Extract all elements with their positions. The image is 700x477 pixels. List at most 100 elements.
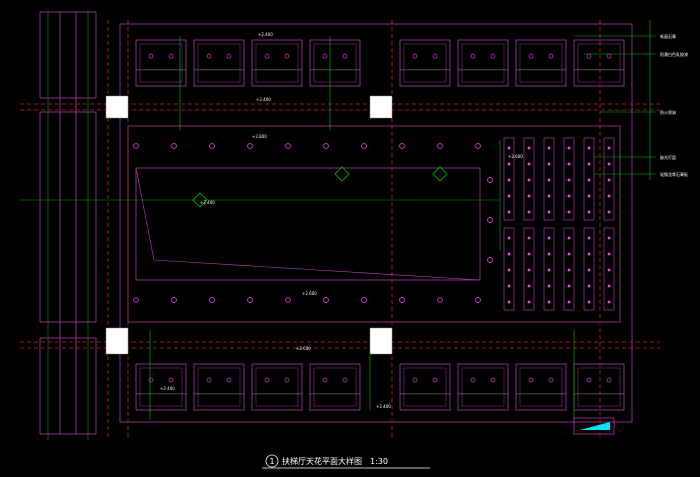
panel-lamp <box>470 377 476 383</box>
strip-lamp <box>527 210 531 214</box>
drawing-title: 1 扶梯厅天花平面大样图 1:30 <box>262 454 430 469</box>
strip-lamp <box>527 300 531 304</box>
strip-lamp <box>547 146 551 150</box>
light-strip <box>503 227 515 311</box>
strip-lamp <box>587 194 591 198</box>
downlight <box>285 297 291 303</box>
downlight <box>247 143 253 149</box>
central-void <box>135 167 481 281</box>
ceiling-panel <box>457 363 509 411</box>
panel-lamp <box>548 53 554 59</box>
panel-lamp <box>206 377 212 383</box>
column-bottom-left <box>105 327 129 355</box>
title-scale: 1:30 <box>370 457 388 466</box>
downlight <box>487 217 493 223</box>
panel-lamp <box>148 53 154 59</box>
panel-inner <box>403 43 447 83</box>
panel-inner <box>577 367 621 407</box>
strip-lamp <box>507 146 511 150</box>
downlight <box>171 143 177 149</box>
structural-columns <box>105 95 393 355</box>
strip-lamp <box>607 194 611 198</box>
elevation-5: +2.600 <box>296 346 311 351</box>
ceiling-panel <box>251 363 303 411</box>
strip-lamp <box>587 268 591 272</box>
top-ceiling-panels <box>135 39 625 87</box>
ceiling-panel <box>193 39 245 87</box>
section-marker <box>192 192 208 208</box>
panel-lamp <box>412 53 418 59</box>
strip-lamp <box>567 162 571 166</box>
panel-lamp <box>264 53 270 59</box>
strip-lamp <box>567 178 571 182</box>
elevation-4: +2.600 <box>302 291 317 296</box>
strip-lamp <box>527 236 531 240</box>
panel-lamp <box>342 53 348 59</box>
strip-lamp <box>607 284 611 288</box>
ceiling-panel <box>135 363 187 411</box>
strip-lamp <box>607 162 611 166</box>
annotation-2: 防火喷淋 <box>660 109 676 115</box>
ceiling-panel <box>573 39 625 87</box>
panel-inner <box>313 367 357 407</box>
panel-inner <box>461 43 505 83</box>
strip-lamp <box>527 162 531 166</box>
strip-lamp <box>567 146 571 150</box>
panel-lamp <box>548 377 554 383</box>
panel-lamp <box>432 377 438 383</box>
ceiling-panel <box>399 39 451 87</box>
strip-lamp <box>587 252 591 256</box>
panel-lamp <box>226 53 232 59</box>
strip-lamp <box>547 268 551 272</box>
strip-lamp <box>507 300 511 304</box>
stair-symbol <box>573 417 615 435</box>
light-strip <box>603 227 615 311</box>
strip-lamp <box>587 210 591 214</box>
panel-lamp <box>322 53 328 59</box>
panel-lamp <box>284 53 290 59</box>
annotation-4: 轻钢龙骨石膏板 <box>660 171 688 177</box>
ceiling-panel <box>399 363 451 411</box>
elevation-3: +2.600 <box>508 154 523 159</box>
light-strip <box>563 227 575 311</box>
strip-lamp <box>547 178 551 182</box>
panel-inner <box>313 43 357 83</box>
ceiling-panel <box>309 39 361 87</box>
elevation-6: +2.400 <box>160 386 175 391</box>
strip-lamp <box>607 146 611 150</box>
panel-lamp <box>264 377 270 383</box>
strip-lamp <box>607 236 611 240</box>
downlight <box>437 297 443 303</box>
panel-inner <box>403 367 447 407</box>
strip-lamp <box>547 284 551 288</box>
section-marker <box>432 166 448 182</box>
light-strip <box>523 137 535 221</box>
column-top-right <box>369 95 393 119</box>
elevation-2: +2.800 <box>252 134 267 139</box>
strip-lamp <box>567 210 571 214</box>
panel-lamp <box>606 377 612 383</box>
strip-lamp <box>507 284 511 288</box>
downlight <box>209 143 215 149</box>
panel-inner <box>197 367 241 407</box>
strip-lamp <box>607 268 611 272</box>
panel-inner <box>197 43 241 83</box>
strip-lamp <box>567 252 571 256</box>
annotation-1: 防潮白色乳胶漆 <box>660 51 688 57</box>
title-text: 扶梯厅天花平面大样图 <box>282 456 362 466</box>
strip-lamp <box>607 300 611 304</box>
panel-lamp <box>168 377 174 383</box>
strip-lamp <box>527 252 531 256</box>
panel-inner <box>519 43 563 83</box>
downlight <box>285 143 291 149</box>
downlight <box>133 143 139 149</box>
strip-lamp <box>507 236 511 240</box>
strip-lamp <box>507 162 511 166</box>
panel-lamp <box>322 377 328 383</box>
strip-lamp <box>547 236 551 240</box>
strip-lamp <box>567 194 571 198</box>
strip-lamp <box>507 178 511 182</box>
strip-lamp <box>507 268 511 272</box>
annotation-labels: 纸面石膏 防潮白色乳胶漆 防火喷淋 嵌光灯盘 轻钢龙骨石膏板 <box>660 33 688 177</box>
